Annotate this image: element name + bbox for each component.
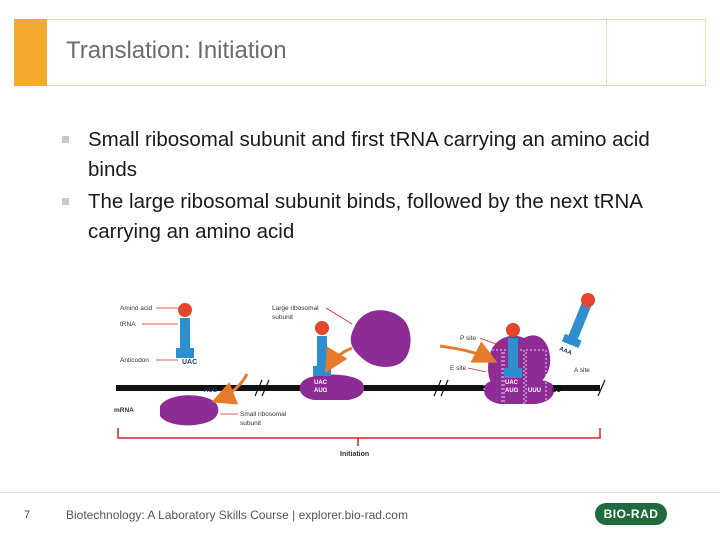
- label-large-subunit-2: subunit: [272, 314, 293, 321]
- codon-ccc: CC: [552, 388, 561, 394]
- trna-1: [180, 318, 190, 354]
- label-p-site: P site: [460, 335, 477, 342]
- amino-acid-3: [506, 323, 520, 337]
- codon-uac-1: UAC: [182, 359, 197, 366]
- bullet-item-2: The large ribosomal subunit binds, follo…: [60, 187, 700, 247]
- bullet-item-1: Small ribosomal subunit and first tRNA c…: [60, 125, 700, 185]
- amino-acid-1: [178, 303, 192, 317]
- page-number: 7: [24, 509, 31, 521]
- label-trna: tRNA: [120, 321, 136, 328]
- small-subunit-3: [483, 378, 555, 404]
- label-small-subunit-1: Small ribosomal: [240, 411, 287, 418]
- footer-course-text: Biotechnology: A Laboratory Skills Cours…: [66, 508, 408, 522]
- initiation-bracket: [117, 428, 601, 439]
- small-subunit-2: [299, 374, 365, 400]
- arrow-large-subunit: [324, 346, 353, 374]
- title-accent-bar: [14, 19, 47, 86]
- label-amino-acid: Amino acid: [120, 305, 153, 312]
- codon-aaa: AAA: [558, 346, 573, 357]
- label-small-subunit-2: subunit: [240, 420, 261, 427]
- title-box: [14, 19, 706, 86]
- codon-uuu: UUU: [528, 388, 541, 394]
- codon-uac-2: UAC: [314, 380, 328, 386]
- trna-3: [508, 338, 518, 374]
- codon-aug-3: AUG: [505, 388, 519, 394]
- label-e-site: E site: [450, 365, 467, 372]
- translation-initiation-diagram: UAC AUG Amino acid tRNA Anticodon mRNA S…: [114, 293, 606, 458]
- large-subunit-2: [350, 310, 411, 367]
- bio-rad-logo: BIO-RAD: [595, 503, 667, 525]
- incoming-trna: [561, 302, 592, 349]
- small-subunit-1: [160, 395, 219, 426]
- mrna-break-marks: [254, 379, 606, 397]
- slide-title: Translation: Initiation: [66, 37, 287, 64]
- trna-2: [317, 336, 327, 372]
- codon-aug-2: AUG: [314, 388, 328, 394]
- amino-acid-2: [315, 321, 329, 335]
- arrow-small-subunit: [211, 373, 249, 405]
- title-divider: [606, 19, 607, 86]
- label-large-subunit-1: Large ribosomal: [272, 305, 319, 312]
- label-mrna: mRNA: [114, 407, 134, 414]
- codon-uac-3: UAC: [505, 380, 519, 386]
- label-anticodon: Anticodon: [120, 357, 149, 364]
- label-a-site: A site: [574, 367, 590, 374]
- bullet-list: Small ribosomal subunit and first tRNA c…: [60, 125, 700, 249]
- codon-aug-1: AUG: [204, 388, 218, 394]
- arrow-incoming-trna: [439, 341, 498, 363]
- footer-divider: [0, 492, 720, 493]
- amino-acid-incoming: [581, 293, 595, 307]
- label-initiation: Initiation: [340, 451, 369, 458]
- a-site-box: [525, 349, 547, 407]
